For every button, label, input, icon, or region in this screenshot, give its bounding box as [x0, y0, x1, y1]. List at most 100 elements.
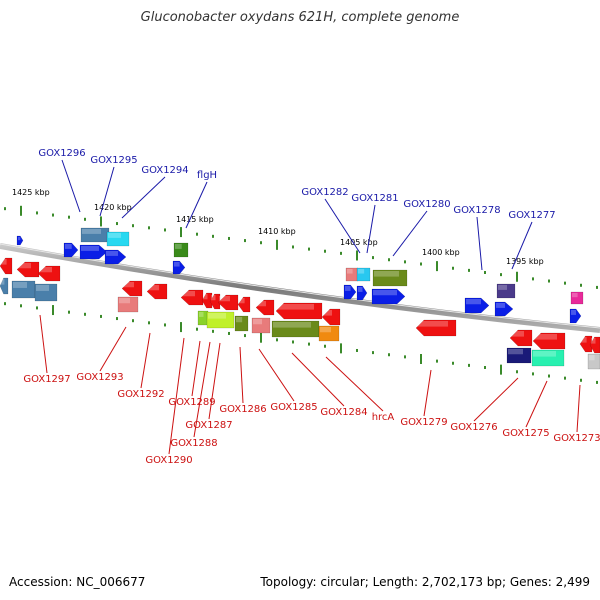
gene-label-bottom: GOX1276	[450, 422, 497, 433]
gene-arrow	[496, 283, 516, 299]
gene-label-top: GOX1282	[301, 187, 348, 198]
leader-line-bottom	[258, 348, 295, 402]
leader-line-top	[121, 176, 166, 219]
gene-arrow-shine	[65, 244, 72, 249]
gene-arrow	[146, 283, 168, 300]
gene-arrow-shine	[18, 237, 21, 241]
gene-arrow-shine	[13, 282, 27, 288]
gene-arrow	[37, 265, 61, 282]
gene-label-bottom: GOX1288	[170, 438, 217, 449]
gene-arrow	[206, 311, 235, 329]
gene-arrow-shine	[239, 298, 245, 304]
accession-text: Accession: NC_006677	[9, 575, 146, 589]
gene-arrow-shine	[203, 294, 208, 300]
gene-arrow-shine	[534, 334, 557, 340]
gene-arrow-shine	[347, 269, 353, 274]
gene-label-bottom: GOX1292	[117, 389, 164, 400]
gene-label-bottom: GOX1290	[145, 455, 192, 466]
gene-arrow	[532, 332, 566, 350]
leader-line-bottom	[325, 356, 384, 412]
gene-arrow-shine	[1, 259, 7, 265]
leader-line-bottom	[473, 377, 519, 422]
gene-arrow-shine	[119, 298, 130, 304]
gene-arrow	[579, 335, 593, 353]
gene-arrow	[209, 293, 221, 310]
gene-arrow-shine	[498, 285, 507, 290]
gene-arrow	[0, 257, 13, 275]
gene-arrow-shine	[208, 313, 226, 319]
gene-arrow	[494, 301, 514, 317]
gene-arrow-shine	[199, 312, 204, 317]
gene-arrow	[589, 336, 600, 354]
gene-arrow	[217, 294, 239, 311]
gene-arrow-shine	[511, 331, 524, 337]
gene-label-bottom: GOX1275	[502, 428, 549, 439]
gene-arrow-shine	[374, 271, 399, 277]
gene-label-bottom: GOX1293	[76, 372, 123, 383]
leader-line-top	[366, 204, 376, 254]
gene-arrow	[121, 280, 143, 297]
gene-arrow	[371, 288, 406, 305]
gene-label-top: GOX1295	[90, 155, 137, 166]
gene-label-top: GOX1278	[453, 205, 500, 216]
gene-arrow-shine	[358, 287, 363, 292]
scale-label: 1425 kbp	[12, 188, 50, 197]
leader-line-bottom	[208, 342, 221, 420]
gene-arrow-shine	[533, 351, 556, 357]
scale-label: 1395 kbp	[506, 257, 544, 266]
gene-arrow-shine	[1, 279, 5, 285]
gene-arrow	[117, 296, 139, 313]
gene-arrow-shine	[591, 338, 596, 344]
gene-arrow	[415, 319, 457, 337]
gene-arrow	[16, 261, 40, 278]
gene-arrow	[321, 308, 341, 326]
gene-label-bottom: GOX1289	[168, 397, 215, 408]
leader-line-bottom	[191, 340, 201, 397]
gene-arrow-shine	[417, 321, 448, 327]
gene-label-top: GOX1294	[141, 165, 188, 176]
gene-arrow	[16, 235, 24, 246]
scale-label: 1415 kbp	[176, 215, 214, 224]
gene-arrow-shine	[175, 244, 182, 249]
leader-line-bottom	[525, 380, 548, 428]
leader-line-bottom	[576, 384, 581, 433]
leader-line-top	[511, 221, 533, 270]
gene-arrow	[234, 315, 249, 332]
gene-arrow-shine	[345, 286, 351, 291]
gene-arrow	[506, 347, 532, 364]
gene-arrow-shine	[81, 246, 99, 251]
gene-arrow	[106, 231, 130, 247]
gene-arrow-shine	[589, 355, 595, 361]
leader-line-bottom	[291, 352, 345, 407]
gene-arrow	[464, 297, 490, 314]
gene-arrow-shine	[108, 233, 121, 238]
leader-line-top	[185, 181, 208, 229]
gene-label-top: GOX1281	[351, 193, 398, 204]
gene-arrow	[356, 285, 368, 301]
gene-arrow-shine	[123, 282, 134, 288]
gene-arrow-shine	[236, 317, 243, 323]
leader-line-bottom	[140, 332, 151, 389]
gene-arrow-shine	[253, 319, 262, 325]
map-title: Gluconobacter oxydans 621H, complete gen…	[140, 10, 460, 25]
leader-line-bottom	[168, 337, 185, 455]
scale-label: 1410 kbp	[258, 227, 296, 236]
scale-label: 1400 kbp	[422, 248, 460, 257]
gene-arrow-shine	[571, 310, 577, 315]
genome-backbone	[0, 243, 600, 333]
gene-arrow-shine	[581, 337, 587, 343]
gene-arrow	[34, 283, 58, 302]
gene-arrow-shine	[273, 322, 311, 328]
gene-arrow-shine	[508, 349, 523, 355]
gene-label-top: GOX1277	[508, 210, 555, 221]
gene-arrow-shine	[572, 293, 578, 298]
gene-arrow-shine	[219, 296, 230, 302]
gene-arrow-shine	[277, 304, 314, 310]
leader-line-top	[324, 198, 361, 254]
gene-label-bottom: GOX1273	[553, 433, 600, 444]
gene-arrow-shine	[182, 291, 195, 297]
gene-arrow	[570, 291, 584, 305]
leader-line-top	[476, 216, 483, 271]
